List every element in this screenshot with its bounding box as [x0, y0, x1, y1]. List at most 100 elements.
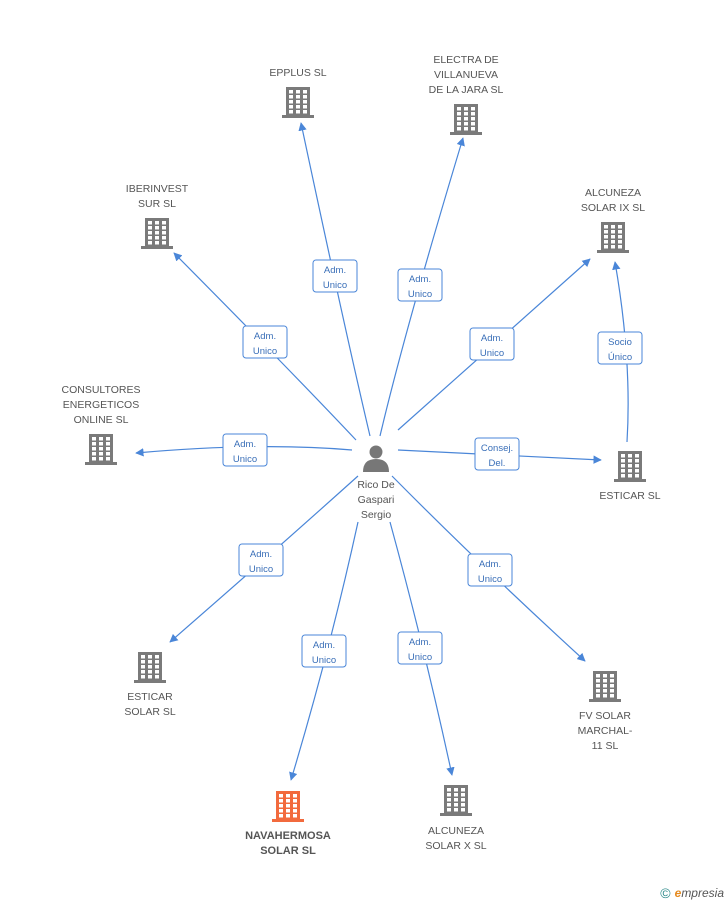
edge-label-epplus[interactable]: Adm.Unico	[312, 259, 358, 293]
building-window	[106, 447, 110, 451]
building-window	[148, 221, 152, 225]
building-window	[148, 675, 152, 679]
building-window	[596, 679, 600, 683]
building-window	[148, 655, 152, 659]
person-body	[363, 459, 389, 472]
building-icon	[440, 785, 472, 816]
building-window	[610, 679, 614, 683]
building-window	[293, 794, 297, 798]
node-epplus[interactable]: EPPLUS SL	[269, 67, 327, 118]
edge-label-fvsolar[interactable]: Adm.Unico	[467, 553, 513, 587]
building-window	[293, 809, 297, 813]
edge-label-alcuneza10[interactable]: Adm.Unico	[397, 631, 443, 665]
building-window	[618, 235, 622, 239]
building-window	[635, 459, 639, 463]
edge-label-esticarsolar[interactable]: Adm.Unico	[238, 543, 284, 577]
building-window	[293, 799, 297, 803]
building-window	[621, 469, 625, 473]
edge-label-text: Adm.	[409, 274, 431, 285]
node-esticar[interactable]: ESTICAR SL	[599, 451, 661, 502]
building-window	[92, 442, 96, 446]
building-base	[141, 246, 173, 249]
building-window	[141, 675, 145, 679]
building-window	[596, 689, 600, 693]
building-window	[148, 236, 152, 240]
building-window	[461, 788, 465, 792]
edge-label-text: Unico	[312, 655, 336, 666]
building-window	[106, 452, 110, 456]
edge-label-box	[301, 634, 347, 668]
edge-label-consultores[interactable]: Adm.Unico	[222, 433, 268, 467]
building-window	[99, 447, 103, 451]
building-base	[272, 819, 304, 822]
building-window	[457, 122, 461, 126]
edge-label-alcuneza9[interactable]: Adm.Unico	[469, 327, 515, 361]
brand-logo[interactable]: empresia	[675, 886, 724, 900]
building-window	[621, 474, 625, 478]
edge-label-box	[222, 433, 268, 467]
building-window	[286, 799, 290, 803]
building-window	[303, 110, 307, 114]
edge-label-text: Del.	[489, 458, 506, 469]
edge-label-navahermosa[interactable]: Adm.Unico	[301, 634, 347, 668]
building-window	[106, 442, 110, 446]
building-base	[589, 699, 621, 702]
building-window	[471, 122, 475, 126]
building-window	[604, 235, 608, 239]
building-icon	[597, 222, 629, 253]
building-window	[92, 447, 96, 451]
edge-label-box	[312, 259, 358, 293]
building-window	[611, 230, 615, 234]
edge-label-iberinvest[interactable]: Adm.Unico	[242, 325, 288, 359]
edge-label-text: Adm.	[409, 637, 431, 648]
building-window	[618, 230, 622, 234]
building-window	[106, 457, 110, 461]
building-window	[610, 689, 614, 693]
building-window	[99, 452, 103, 456]
edge-label-esticar[interactable]: Consej.Del.	[474, 437, 520, 471]
building-window	[596, 694, 600, 698]
building-window	[471, 127, 475, 131]
building-window	[296, 95, 300, 99]
building-window	[141, 655, 145, 659]
building-window	[461, 808, 465, 812]
building-window	[99, 442, 103, 446]
building-window	[471, 112, 475, 116]
company-label-line: ESTICAR SL	[599, 490, 660, 502]
brand-name: mpresia	[681, 886, 724, 900]
edge-label-box	[397, 268, 443, 302]
edge-label-electra[interactable]: Adm.Unico	[397, 268, 443, 302]
edge-label-text: Socio	[608, 337, 632, 348]
edge-label-text: Adm.	[234, 439, 256, 450]
building-window	[618, 245, 622, 249]
building-window	[296, 110, 300, 114]
building-window	[611, 235, 615, 239]
building-window	[447, 798, 451, 802]
building-window	[471, 117, 475, 121]
edge-label-text: Adm.	[479, 559, 501, 570]
company-label-line: 11 SL	[592, 740, 619, 752]
building-window	[464, 127, 468, 131]
building-window	[92, 452, 96, 456]
building-window	[155, 675, 159, 679]
building-window	[279, 809, 283, 813]
building-base	[85, 462, 117, 465]
building-icon	[614, 451, 646, 482]
building-window	[621, 464, 625, 468]
person-label-line: Rico De	[357, 479, 395, 491]
building-window	[603, 689, 607, 693]
building-window	[279, 799, 283, 803]
company-label-line: ONLINE SL	[74, 414, 129, 426]
company-label-line: SOLAR SL	[260, 845, 316, 857]
